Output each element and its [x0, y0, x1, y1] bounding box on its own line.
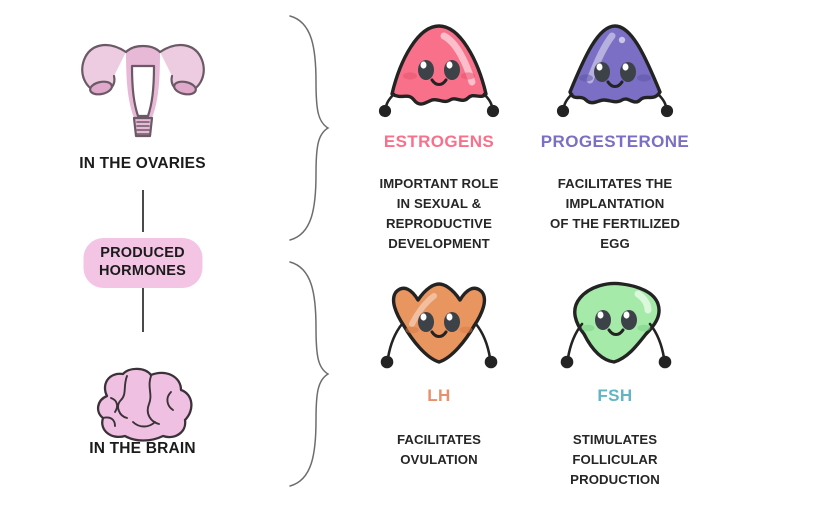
source-organs-column: IN THE OVARIES PRODUCED HORMONES — [0, 0, 285, 505]
pink-blob-character — [346, 14, 532, 118]
brace-bottom — [282, 258, 334, 495]
brace-top — [282, 12, 334, 249]
hormone-card-lh: LH FACILITATES OVULATION — [346, 268, 532, 470]
connector-line-bottom — [141, 288, 144, 332]
hormone-name-fsh: FSH — [597, 386, 633, 405]
ovaries-caption: IN THE OVARIES — [79, 155, 206, 172]
hormone-name-lh: LH — [427, 386, 451, 405]
hormone-card-progesterone: PROGESTERONE FACILITATES THE IMPLANTATIO… — [522, 14, 708, 254]
hormone-description-lh: FACILITATES OVULATION — [396, 432, 482, 468]
hormone-description-estrogens: IMPORTANT ROLE IN SEXUAL & REPRODUCTIVE … — [379, 176, 499, 252]
hormone-name-progesterone: PROGESTERONE — [540, 132, 690, 151]
uterus-illustration — [68, 18, 218, 143]
hormone-description-progesterone: FACILITATES THE IMPLANTATION OF THE FERT… — [550, 176, 680, 252]
produced-hormones-badge: PRODUCED HORMONES — [83, 238, 202, 289]
brain-illustration — [83, 366, 203, 447]
hormone-card-estrogens: ESTROGENS IMPORTANT ROLE IN SEXUAL & REP… — [346, 14, 532, 254]
brain-caption: IN THE BRAIN — [89, 440, 196, 457]
orange-blob-character — [346, 268, 532, 372]
purple-blob-character — [522, 14, 708, 118]
hormone-description-fsh: STIMULATES FOLLICULAR PRODUCTION — [570, 432, 660, 488]
green-blob-character — [522, 268, 708, 372]
hormone-card-fsh: FSH STIMULATES FOLLICULAR PRODUCTION — [522, 268, 708, 490]
connector-line-top — [141, 190, 144, 232]
hormone-name-estrogens: ESTROGENS — [383, 132, 495, 151]
